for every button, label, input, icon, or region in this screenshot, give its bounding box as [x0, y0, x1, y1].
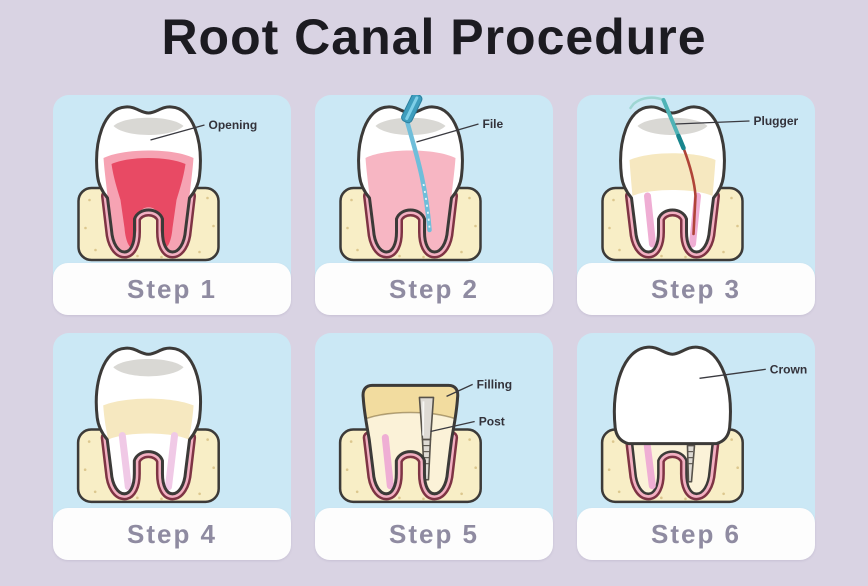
leader-line: [416, 123, 479, 143]
filled-canal-left: [381, 434, 394, 490]
annotation-label: Plugger: [754, 114, 799, 128]
annotation-filling: Filling: [446, 377, 512, 397]
tooth-step-6: [600, 345, 744, 504]
step-panel-6: Crown Step 6: [577, 333, 815, 560]
filled-canal-left: [118, 432, 132, 491]
cervical-filling: [103, 398, 194, 440]
step-panel-4: Step 4: [53, 333, 291, 560]
leader-line: [446, 383, 473, 397]
annotation-crown: Crown: [699, 362, 807, 379]
step-label: Step 2: [388, 273, 480, 304]
tooth-step-1: [77, 105, 220, 262]
step-panel-2: File Step 2: [315, 95, 553, 315]
steps-grid: Opening Step 1: [53, 95, 815, 560]
file-tool: [401, 95, 432, 233]
tooth-step-4: [76, 346, 220, 504]
pulp-core: [111, 158, 186, 247]
cervical-filling: [629, 153, 716, 196]
annotation-label: Crown: [770, 362, 807, 376]
step-panel-1: Opening Step 1: [53, 95, 291, 315]
leader-line: [675, 120, 750, 125]
page-title: Root Canal Procedure: [161, 9, 707, 65]
annotation-post: Post: [430, 415, 505, 433]
step-4-illustration: [76, 346, 220, 504]
step-label: Step 3: [650, 273, 742, 304]
filled-canal-left: [643, 442, 656, 490]
canal-center-line: [682, 146, 697, 236]
step-3-illustration: Plugger: [601, 96, 799, 262]
step-3-label-card: Step 3: [577, 263, 815, 315]
plugger-tool: [629, 96, 686, 151]
annotation-label: File: [483, 117, 504, 131]
step-1-label-card: Step 1: [53, 263, 291, 315]
step-4-label-card: Step 4: [53, 508, 291, 560]
annotation-label: Opening: [209, 118, 258, 132]
step-5-label-card: Step 5: [315, 508, 553, 560]
step-panel-3: Plugger Step 3: [577, 95, 815, 315]
step-label: Step 4: [126, 518, 218, 549]
leader-line: [699, 368, 766, 379]
annotation-plugger: Plugger: [675, 114, 799, 128]
leader-line: [150, 124, 205, 141]
step-panel-5: Filling Post Step 5: [315, 333, 553, 560]
pulp: [365, 150, 456, 252]
leader-line: [430, 420, 475, 433]
step-6-label-card: Step 6: [577, 508, 815, 560]
filled-canal-right: [164, 432, 179, 491]
step-2-label-card: Step 2: [315, 263, 553, 315]
step-label: Step 1: [126, 273, 218, 304]
annotation-label: Filling: [477, 377, 512, 391]
step-1-illustration: Opening: [77, 105, 258, 262]
step-label: Step 6: [650, 518, 742, 549]
step-2-illustration: File: [339, 95, 504, 262]
tooth-step-3: [601, 96, 744, 262]
dental-crown: [612, 345, 732, 446]
annotation-opening: Opening: [150, 118, 258, 141]
annotation-label: Post: [479, 415, 505, 429]
step-label: Step 5: [388, 518, 480, 549]
tooth-step-2: [339, 95, 482, 262]
dental-post: [686, 444, 696, 483]
step-6-illustration: Crown: [600, 345, 807, 504]
root-canal-left: [644, 192, 656, 248]
tooth-step-5: [338, 383, 482, 504]
annotation-file: File: [416, 117, 504, 143]
step-5-illustration: Filling Post: [338, 377, 512, 504]
